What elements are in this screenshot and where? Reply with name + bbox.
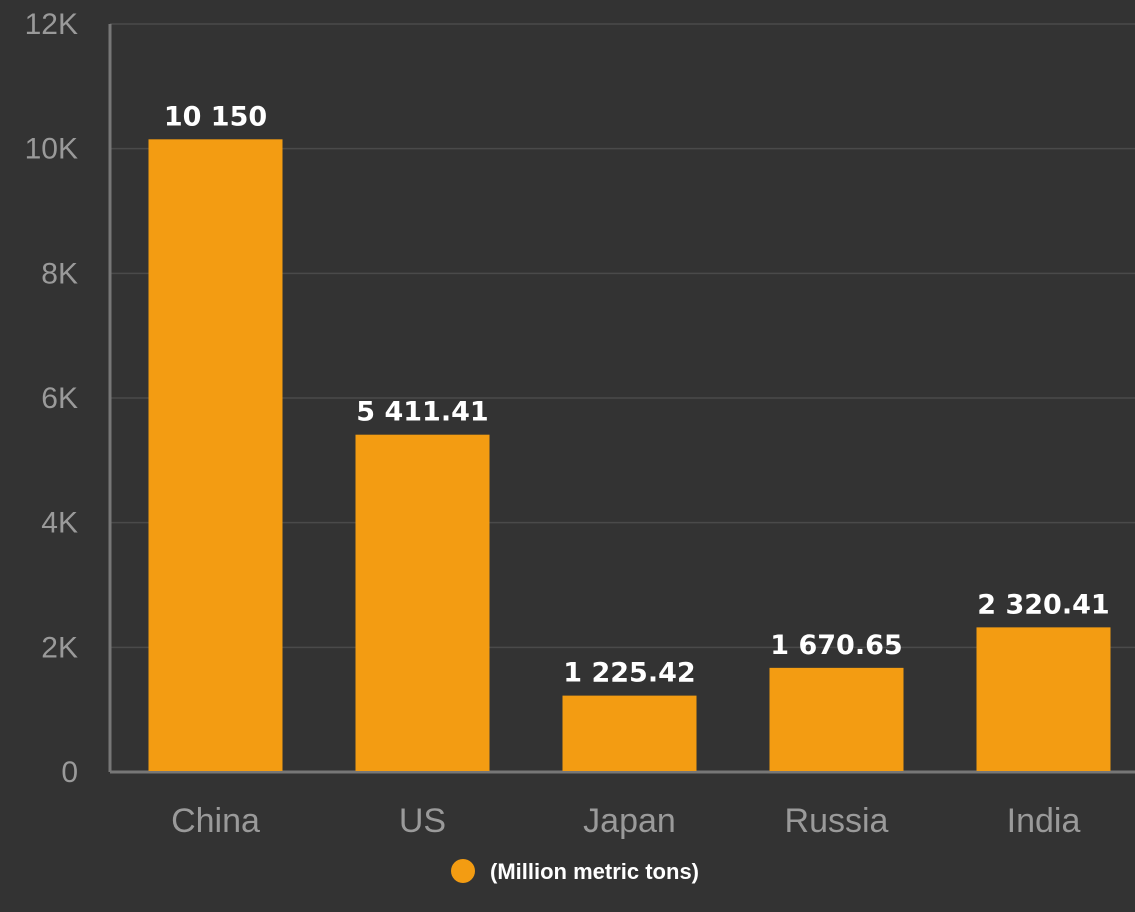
legend-label[interactable]: (Million metric tons) [490, 859, 699, 884]
y-tick-label: 0 [61, 756, 78, 789]
data-label: 10 150 [164, 101, 267, 132]
legend-marker-icon[interactable] [451, 859, 475, 883]
data-label: 5 411.41 [356, 397, 488, 428]
bars [148, 139, 1111, 772]
y-tick-label: 8K [41, 257, 78, 290]
x-tick-label: China [171, 802, 260, 840]
bar-russia[interactable] [769, 667, 904, 771]
y-tick-label: 12K [25, 8, 78, 41]
x-tick-label: Russia [785, 802, 889, 840]
x-tick-label: US [399, 802, 446, 840]
legend[interactable]: (Million metric tons) [451, 859, 699, 884]
axes [108, 24, 1135, 774]
y-tick-label: 2K [41, 631, 78, 664]
bar-us[interactable] [355, 434, 490, 771]
data-label: 1 670.65 [770, 630, 902, 661]
bar-india[interactable] [976, 627, 1111, 771]
bar-japan[interactable] [562, 695, 697, 771]
data-label: 1 225.42 [563, 658, 695, 689]
y-tick-label: 4K [41, 507, 78, 540]
y-tick-label: 6K [41, 382, 78, 415]
x-tick-label: Japan [583, 802, 676, 840]
bar-china[interactable] [148, 139, 283, 772]
x-tick-label: India [1007, 802, 1081, 840]
data-label: 2 320.41 [977, 589, 1109, 620]
y-tick-label: 10K [25, 133, 78, 166]
